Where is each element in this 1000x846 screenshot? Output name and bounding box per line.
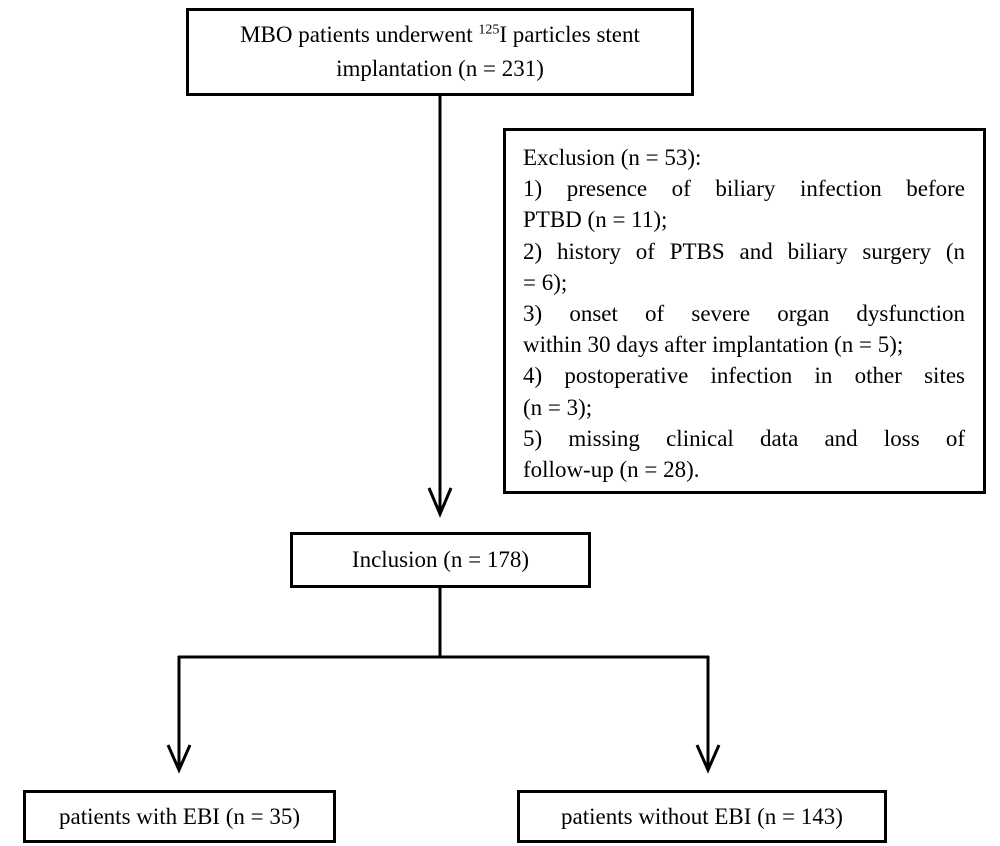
with-ebi-box: patients with EBI (n = 35) <box>23 790 336 843</box>
exclusion-line: 4) postoperative infection in other site… <box>523 363 965 389</box>
exclusion-title: Exclusion (n = 53): <box>523 145 702 170</box>
inclusion-box: Inclusion (n = 178) <box>290 532 591 588</box>
exclusion-line: within 30 days after implantation (n = 5… <box>523 332 904 358</box>
without-ebi-label: patients without EBI (n = 143) <box>561 803 843 829</box>
arrowhead-without-ebi <box>695 744 721 774</box>
exclusion-line: 3) onset of severe organ dysfunction <box>523 301 965 327</box>
without-ebi-box: patients without EBI (n = 143) <box>517 790 887 843</box>
isotope-superscript: 125 <box>478 22 500 38</box>
exclusion-line: = 6); <box>523 269 568 295</box>
enrollment-line-1-post: I particles stent <box>499 22 640 47</box>
exclusion-box: Exclusion (n = 53): 1) presence of bilia… <box>503 128 986 494</box>
exclusion-line: follow-up (n = 28). <box>523 457 700 483</box>
exclusion-line: PTBD (n = 11); <box>523 207 668 233</box>
enrollment-box: MBO patients underwent 125I particles st… <box>186 8 694 96</box>
inclusion-label: Inclusion (n = 178) <box>351 547 530 572</box>
with-ebi-label: patients with EBI (n = 35) <box>58 803 301 829</box>
arrowhead-with-ebi <box>166 744 192 774</box>
enrollment-line-1: MBO patients underwent 125I particles st… <box>240 18 640 52</box>
enrollment-line-1-pre: MBO patients underwent <box>240 22 479 47</box>
exclusion-line: 5) missing clinical data and loss of <box>523 425 965 451</box>
exclusion-line: 1) presence of biliary infection before <box>523 176 965 202</box>
enrollment-line-2: implantation (n = 231) <box>336 56 544 81</box>
arrowhead-inclusion <box>427 487 453 518</box>
exclusion-line: 2) history of PTBS and biliary surgery (… <box>523 238 965 264</box>
exclusion-line: (n = 3); <box>523 394 593 420</box>
